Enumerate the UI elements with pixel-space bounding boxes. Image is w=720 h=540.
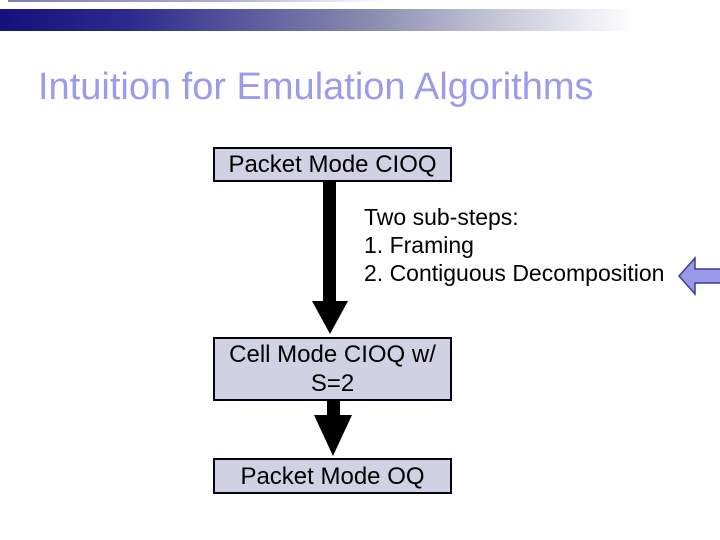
sub-steps-note: Two sub-steps: 1. Framing 2. Contiguous …: [364, 203, 664, 287]
box-packet-mode-oq: Packet Mode OQ: [213, 458, 452, 494]
down-arrow-head-icon: [314, 415, 352, 456]
box-packet-mode-cioq: Packet Mode CIOQ: [213, 147, 452, 182]
top-accent-line: [8, 0, 388, 2]
top-gradient-bar: [0, 9, 720, 31]
note-line: 2. Contiguous Decomposition: [364, 260, 665, 286]
note-line: Two sub-steps:: [364, 204, 519, 230]
note-line: 1. Framing: [364, 232, 474, 258]
left-arrow-icon: [678, 256, 720, 296]
slide-title: Intuition for Emulation Algorithms: [38, 66, 594, 108]
left-arrow-shape: [678, 256, 720, 296]
box-cell-mode-cioq: Cell Mode CIOQ w/ S=2: [213, 337, 452, 401]
down-arrow-head-icon: [312, 301, 348, 334]
down-arrow-icon: [327, 400, 340, 417]
down-arrow-icon: [323, 181, 336, 302]
